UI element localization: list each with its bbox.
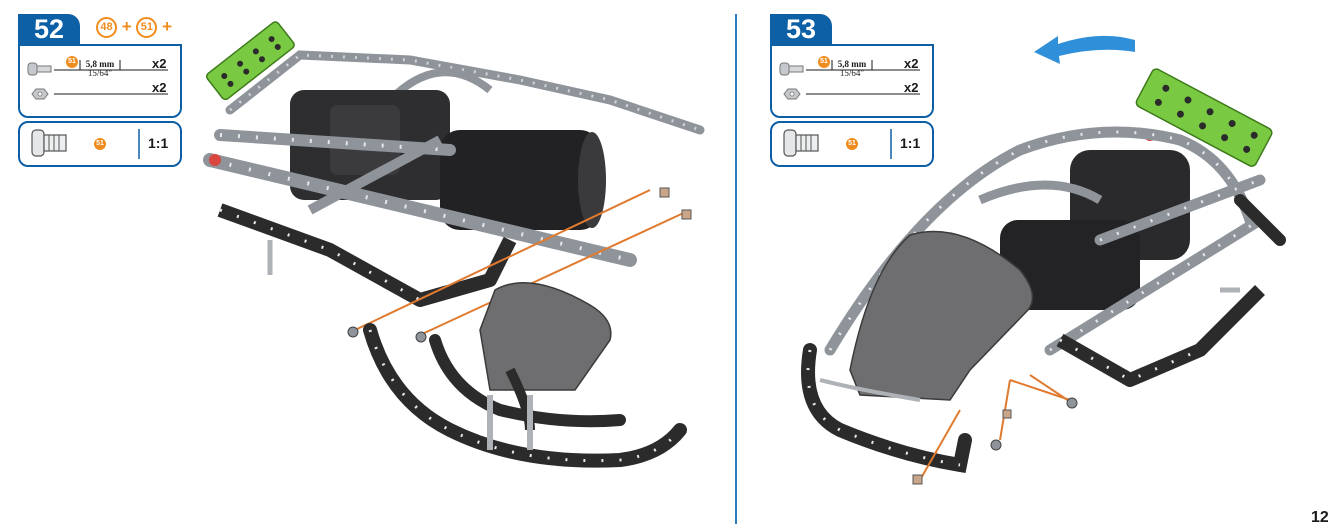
step-53-assembly-illustration bbox=[801, 68, 1286, 485]
screw-icon bbox=[779, 62, 804, 76]
part-number-marker: 51 bbox=[66, 56, 78, 68]
scale-reference-box: 51 1:1 bbox=[770, 121, 934, 167]
scale-divider bbox=[890, 129, 892, 159]
quantity: x2 bbox=[152, 80, 167, 95]
scale-ratio: 1:1 bbox=[148, 135, 169, 151]
nut-icon bbox=[31, 88, 49, 100]
size-inch: 15/64" bbox=[839, 68, 865, 78]
scale-reference-box: 51 1:1 bbox=[18, 121, 182, 167]
step-52-assembly-illustration bbox=[203, 21, 705, 468]
scale-ratio: 1:1 bbox=[900, 135, 921, 151]
quantity: x2 bbox=[152, 56, 167, 71]
step-number-badge: 53 bbox=[770, 14, 832, 44]
rotate-arrow-icon bbox=[1034, 35, 1135, 64]
quantity: x2 bbox=[904, 80, 919, 95]
step-number-badge: 52 bbox=[18, 14, 80, 44]
part-number-marker: 51 bbox=[846, 138, 858, 150]
parts-list-box: 51 5,8 mm 15/64" x2 x2 bbox=[770, 44, 934, 118]
previous-step-ref: 51 bbox=[136, 17, 158, 39]
screw-icon bbox=[27, 62, 52, 76]
step-divider bbox=[735, 14, 737, 524]
parts-lines bbox=[54, 60, 168, 95]
size-inch: 15/64" bbox=[87, 68, 113, 78]
part-number-marker: 51 bbox=[94, 138, 106, 150]
previous-steps: 48 + 51 + bbox=[96, 17, 172, 39]
screw-size: 5,8 mm 15/64" bbox=[82, 60, 118, 78]
size-mm: 5,8 mm bbox=[837, 59, 867, 69]
parts-list-box: 51 5,8 mm 15/64" x2 x2 bbox=[18, 44, 182, 118]
scale-divider bbox=[138, 129, 140, 159]
page-number: 12 bbox=[1311, 509, 1328, 526]
quantity: x2 bbox=[904, 56, 919, 71]
screw-size: 5,8 mm 15/64" bbox=[834, 60, 870, 78]
size-mm: 5,8 mm bbox=[85, 59, 115, 69]
screw-full-size-icon bbox=[31, 129, 67, 157]
nut-icon bbox=[783, 88, 801, 100]
parts-lines bbox=[806, 60, 920, 95]
previous-step-ref: 48 bbox=[96, 17, 117, 39]
screw-full-size-icon bbox=[783, 129, 819, 157]
part-number-marker: 51 bbox=[818, 56, 830, 68]
